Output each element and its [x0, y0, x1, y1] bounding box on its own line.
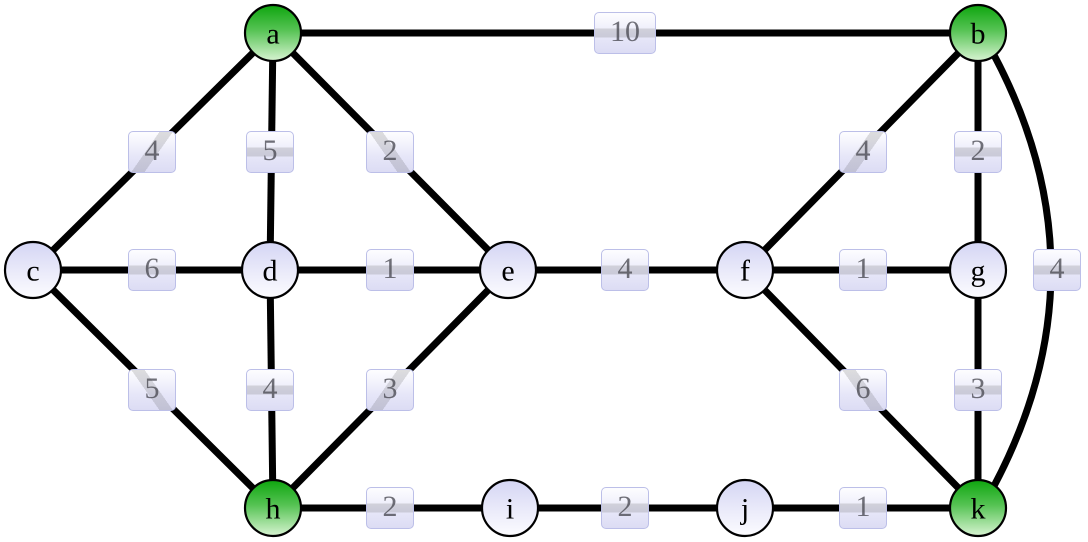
edge-weight-text: 1 [382, 252, 398, 285]
edge-weight-d-h: 4 [246, 369, 294, 411]
node-k[interactable]: k [948, 478, 1008, 538]
node-d-circle[interactable] [240, 240, 300, 300]
edge-weight-text: 5 [262, 134, 278, 167]
node-g-label: g [971, 255, 986, 288]
node-c-circle[interactable] [3, 240, 63, 300]
node-a-circle[interactable] [243, 3, 303, 63]
edge-weight-h-i: 2 [366, 487, 414, 529]
node-b-label: b [971, 18, 986, 51]
node-h-circle[interactable] [243, 478, 303, 538]
edge-weight-d-e: 1 [366, 249, 414, 291]
edge-weight-text: 2 [382, 134, 398, 167]
node-d-label: d [263, 255, 278, 288]
edge-weight-text: 4 [617, 252, 633, 285]
edge-weight-e-f: 4 [601, 249, 649, 291]
node-a-label: a [266, 18, 279, 51]
edge-weight-text: 4 [262, 372, 278, 405]
node-g-circle[interactable] [948, 240, 1008, 300]
node-e-label: e [501, 255, 514, 288]
edge-weight-text: 3 [970, 372, 986, 405]
node-f[interactable]: f [715, 240, 775, 300]
edge-weight-b-f: 4 [839, 131, 887, 173]
edge-weight-b-k: 4 [1033, 249, 1081, 291]
node-j-label: j [740, 493, 749, 526]
edge-weight-text: 10 [610, 15, 640, 48]
node-j[interactable]: j [715, 478, 775, 538]
node-h-label: h [266, 493, 281, 526]
node-c[interactable]: c [3, 240, 63, 300]
edge-weight-text: 2 [382, 490, 398, 523]
edges-group [30, 29, 1055, 512]
edge-weight-a-c: 4 [128, 131, 176, 173]
node-b[interactable]: b [948, 3, 1008, 63]
edge-weight-text: 4 [1049, 252, 1065, 285]
node-g[interactable]: g [948, 240, 1008, 300]
edge-weight-text: 4 [144, 134, 160, 167]
edge-weight-text: 4 [855, 134, 871, 167]
edge-weight-c-d: 6 [128, 249, 176, 291]
nodes-group: a b c d e f g h i j k [3, 3, 1008, 538]
edge-weight-a-d: 5 [246, 131, 294, 173]
edge-weight-c-h: 5 [128, 369, 176, 411]
edge-weight-i-j: 2 [601, 487, 649, 529]
edge-weight-text: 3 [382, 372, 398, 405]
node-d[interactable]: d [240, 240, 300, 300]
node-i-circle[interactable] [480, 478, 540, 538]
edge-weight-text: 2 [617, 490, 633, 523]
node-j-circle[interactable] [715, 478, 775, 538]
edge-weight-text: 5 [144, 372, 160, 405]
edge-weight-text: 1 [855, 252, 871, 285]
node-i-label: i [506, 493, 514, 526]
edge-weight-text: 2 [970, 134, 986, 167]
edge-weight-a-b: 10 [594, 12, 656, 54]
node-i[interactable]: i [480, 478, 540, 538]
edge-weight-f-g: 1 [839, 249, 887, 291]
edge-weight-text: 6 [855, 372, 871, 405]
node-k-label: k [971, 493, 986, 526]
edge-weight-f-k: 6 [839, 369, 887, 411]
node-a[interactable]: a [243, 3, 303, 63]
node-f-label: f [740, 255, 750, 288]
node-h[interactable]: h [243, 478, 303, 538]
node-f-circle[interactable] [715, 240, 775, 300]
node-e-circle[interactable] [478, 240, 538, 300]
node-e[interactable]: e [478, 240, 538, 300]
edge-weight-b-g: 2 [954, 131, 1002, 173]
edge-weight-j-k: 1 [839, 487, 887, 529]
edge-weight-g-k: 3 [954, 369, 1002, 411]
node-b-circle[interactable] [948, 3, 1008, 63]
edge-weight-text: 1 [855, 490, 871, 523]
edge-weight-a-e: 2 [366, 131, 414, 173]
edge-weight-text: 6 [144, 252, 160, 285]
node-c-label: c [26, 255, 39, 288]
edge-weight-e-h: 3 [366, 369, 414, 411]
node-k-circle[interactable] [948, 478, 1008, 538]
